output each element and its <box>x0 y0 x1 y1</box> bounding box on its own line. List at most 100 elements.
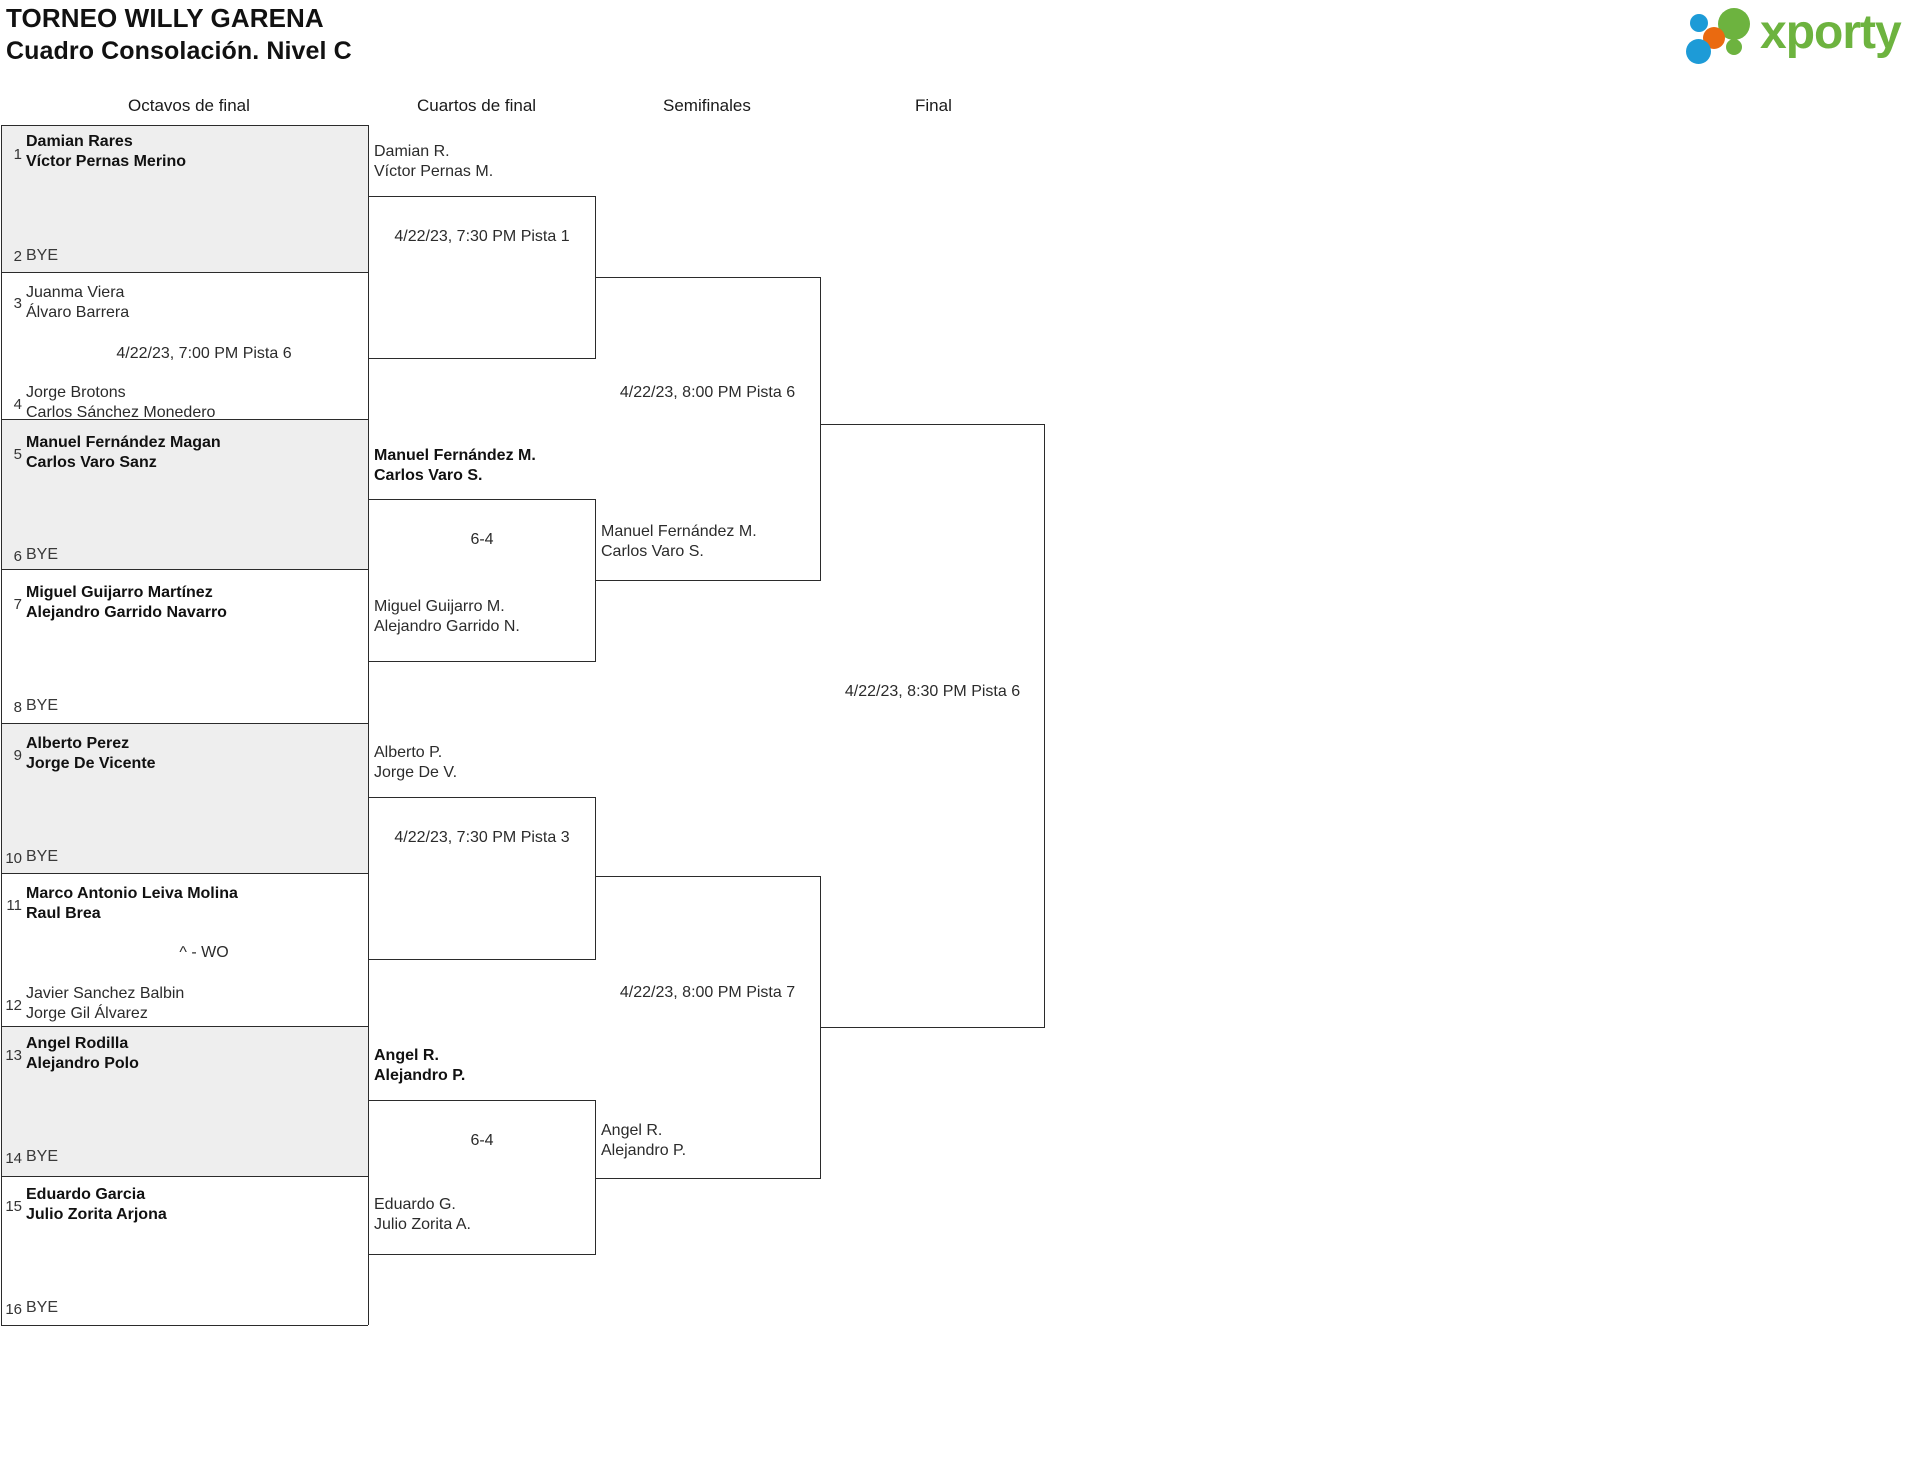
xporty-logo: xporty <box>1684 6 1906 64</box>
r16-team-1-player2: Víctor Pernas Merino <box>26 152 187 170</box>
qf1-box-top <box>368 196 595 197</box>
r16-team-7-player1: Miguel Guijarro Martínez <box>26 584 213 601</box>
qf4-bottom-player2: Julio Zorita A. <box>374 1215 471 1233</box>
r16-team-11: Marco Antonio Leiva Molina Raul Brea <box>26 884 238 923</box>
sf2-box-top <box>595 876 820 877</box>
sf2-bottom-player1: Angel R. <box>601 1122 663 1139</box>
r16-seed-2: 2 <box>13 248 22 265</box>
r16-seed-16: 16 <box>5 1301 22 1318</box>
round-header-final: Final <box>915 96 952 115</box>
qf2-top-player1: Manuel Fernández M. <box>374 447 536 464</box>
sf1-box-bottom <box>595 580 820 581</box>
sf1-meta: 4/22/23, 8:00 PM Pista 6 <box>619 384 796 401</box>
r16-seed-1: 1 <box>13 146 22 163</box>
qf4-top-team: Angel R. Alejandro P. <box>374 1046 465 1085</box>
logo-wordmark: xporty <box>1760 6 1902 59</box>
r16-team-11-player1: Marco Antonio Leiva Molina <box>26 885 238 902</box>
sf1-box-right <box>820 277 821 581</box>
r16-seed-6: 6 <box>13 548 22 565</box>
logo-dot-blue-small <box>1690 14 1708 32</box>
r16-team-2-bye: BYE <box>26 247 59 264</box>
qf4-box-bottom <box>368 1254 595 1255</box>
qf1-top-player2: Víctor Pernas M. <box>374 162 494 180</box>
r16-team-1: Damian Rares Víctor Pernas Merino <box>26 132 186 171</box>
r16-match2-meta: 4/22/23, 7:00 PM Pista 6 <box>116 345 292 362</box>
qf2-bottom-player2: Alejandro Garrido N. <box>374 617 520 635</box>
r16-team-15-player1: Eduardo Garcia <box>26 1186 146 1203</box>
qf3-top-player1: Alberto P. <box>374 744 443 761</box>
final-box-bottom <box>820 1027 1044 1028</box>
logo-dot-blue-large <box>1686 39 1711 64</box>
r16-seed-8: 8 <box>13 699 22 716</box>
r16-team-12-player1: Javier Sanchez Balbin <box>26 985 185 1002</box>
sf1-bottom-team: Manuel Fernández M. Carlos Varo S. <box>601 522 757 561</box>
qf3-box-bottom <box>368 959 595 960</box>
qf1-box-bottom <box>368 358 595 359</box>
r16-sep-7 <box>1 1176 368 1177</box>
r16-team-4-player1: Jorge Brotons <box>26 384 126 401</box>
r16-team-4-player2: Carlos Sánchez Monedero <box>26 403 216 421</box>
tournament-title: TORNEO WILLY GARENA Cuadro Consolación. … <box>6 2 352 67</box>
r16-top-border <box>1 125 368 126</box>
r16-team-3: Juanma Viera Álvaro Barrera <box>26 283 129 322</box>
r16-team-15-player2: Julio Zorita Arjona <box>26 1205 167 1223</box>
qf3-box-top <box>368 797 595 798</box>
sf2-bottom-team: Angel R. Alejandro P. <box>601 1121 686 1160</box>
r16-team-15: Eduardo Garcia Julio Zorita Arjona <box>26 1185 167 1224</box>
r16-seed-13: 13 <box>5 1047 22 1064</box>
qf4-bottom-player1: Eduardo G. <box>374 1196 456 1213</box>
qf4-meta: 6-4 <box>470 1132 494 1149</box>
r16-shade-1 <box>1 125 368 272</box>
r16-team-6-bye: BYE <box>26 546 59 563</box>
qf2-top-team: Manuel Fernández M. Carlos Varo S. <box>374 446 536 485</box>
qf2-box-bottom <box>368 661 595 662</box>
r16-team-3-player1: Juanma Viera <box>26 284 125 301</box>
r16-team-4: Jorge Brotons Carlos Sánchez Monedero <box>26 383 215 422</box>
r16-sep-4 <box>1 723 368 724</box>
r16-seed-4: 4 <box>13 396 22 413</box>
r16-team-16-bye: BYE <box>26 1299 59 1316</box>
r16-shade-4 <box>1 1026 368 1176</box>
r16-left-border <box>1 125 2 1325</box>
sf1-bottom-player1: Manuel Fernández M. <box>601 523 757 540</box>
qf4-box-top <box>368 1100 595 1101</box>
bracket-subtitle: Cuadro Consolación. Nivel C <box>6 37 352 66</box>
round-header-cuartos: Cuartos de final <box>417 96 537 115</box>
r16-seed-15: 15 <box>5 1198 22 1215</box>
r16-team-12: Javier Sanchez Balbin Jorge Gil Álvarez <box>26 984 184 1023</box>
sf2-bottom-player2: Alejandro P. <box>601 1141 687 1159</box>
r16-seed-10: 10 <box>5 850 22 867</box>
qf4-top-player1: Angel R. <box>374 1047 439 1064</box>
final-meta: 4/22/23, 8:30 PM Pista 6 <box>844 683 1021 700</box>
qf1-meta: 4/22/23, 7:30 PM Pista 1 <box>394 228 570 245</box>
round-header-octavos: Octavos de final <box>128 96 250 115</box>
r16-team-5: Manuel Fernández Magan Carlos Varo Sanz <box>26 433 221 472</box>
r16-seed-7: 7 <box>13 596 22 613</box>
final-box-right <box>1044 424 1045 1028</box>
r16-team-10-bye: BYE <box>26 848 59 865</box>
r16-team-3-player2: Álvaro Barrera <box>26 303 130 321</box>
r16-seed-9: 9 <box>13 747 22 764</box>
r16-seed-5: 5 <box>13 446 22 463</box>
r16-right-border <box>368 125 369 1325</box>
sf2-box-bottom <box>595 1178 820 1179</box>
r16-bottom-border <box>1 1325 368 1326</box>
qf1-top-team: Damian R. Víctor Pernas M. <box>374 142 493 181</box>
qf3-top-player2: Jorge De V. <box>374 763 458 781</box>
qf3-top-team: Alberto P. Jorge De V. <box>374 743 457 782</box>
qf2-bottom-player1: Miguel Guijarro M. <box>374 598 505 615</box>
r16-team-5-player2: Carlos Varo Sanz <box>26 453 157 471</box>
r16-seed-3: 3 <box>13 295 22 312</box>
qf3-meta: 4/22/23, 7:30 PM Pista 3 <box>394 829 570 846</box>
qf4-top-player2: Alejandro P. <box>374 1066 466 1084</box>
qf1-top-player1: Damian R. <box>374 143 450 160</box>
qf2-meta: 6-4 <box>470 531 494 548</box>
r16-team-9: Alberto Perez Jorge De Vicente <box>26 734 156 773</box>
r16-team-12-player2: Jorge Gil Álvarez <box>26 1004 148 1022</box>
r16-team-9-player1: Alberto Perez <box>26 735 130 752</box>
r16-team-11-player2: Raul Brea <box>26 904 101 922</box>
r16-shade-2 <box>1 419 368 569</box>
final-box-top <box>820 424 1044 425</box>
r16-team-13-player1: Angel Rodilla <box>26 1035 129 1052</box>
r16-sep-6 <box>1 1026 368 1027</box>
